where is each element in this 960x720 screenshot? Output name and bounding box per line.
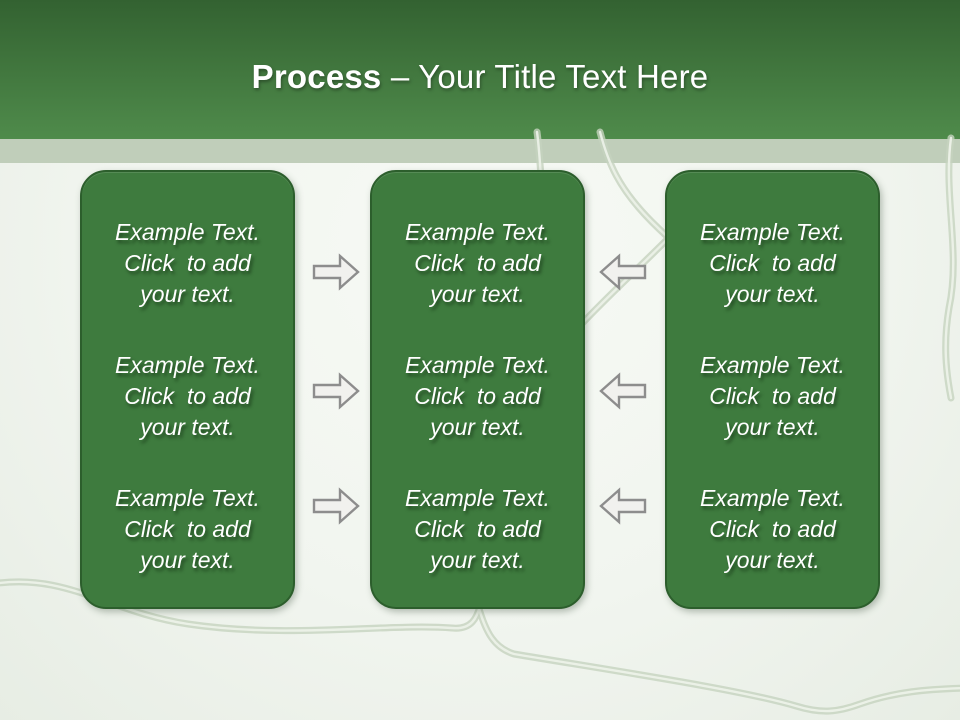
arrow-left-icon[interactable]	[599, 252, 647, 292]
placeholder-text[interactable]: Example Text. Click to add your text.	[700, 352, 845, 440]
placeholder-text[interactable]: Example Text. Click to add your text.	[405, 485, 550, 573]
placeholder-text[interactable]: Example Text. Click to add your text.	[115, 352, 260, 440]
placeholder-text[interactable]: Example Text. Click to add your text.	[700, 219, 845, 307]
arrow-left-icon[interactable]	[599, 371, 647, 411]
title-bar: Process – Your Title Text Here	[0, 0, 960, 139]
arrow-right-icon[interactable]	[312, 486, 360, 526]
title-subtitle: – Your Title Text Here	[390, 57, 709, 95]
process-box-middle[interactable]: Example Text. Click to add your text. Ex…	[370, 170, 585, 609]
placeholder-text[interactable]: Example Text. Click to add your text.	[115, 485, 260, 573]
arrow-right-icon[interactable]	[312, 371, 360, 411]
accent-band	[0, 139, 960, 163]
placeholder-text[interactable]: Example Text. Click to add your text.	[700, 485, 845, 573]
title-keyword: Process	[251, 57, 382, 95]
placeholder-text[interactable]: Example Text. Click to add your text.	[405, 352, 550, 440]
arrow-left-icon[interactable]	[599, 486, 647, 526]
placeholder-text[interactable]: Example Text. Click to add your text.	[405, 219, 550, 307]
process-box-left[interactable]: Example Text. Click to add your text. Ex…	[80, 170, 295, 609]
arrow-right-icon[interactable]	[312, 252, 360, 292]
placeholder-text[interactable]: Example Text. Click to add your text.	[115, 219, 260, 307]
process-box-right[interactable]: Example Text. Click to add your text. Ex…	[665, 170, 880, 609]
page-title[interactable]: Process – Your Title Text Here	[252, 44, 709, 96]
